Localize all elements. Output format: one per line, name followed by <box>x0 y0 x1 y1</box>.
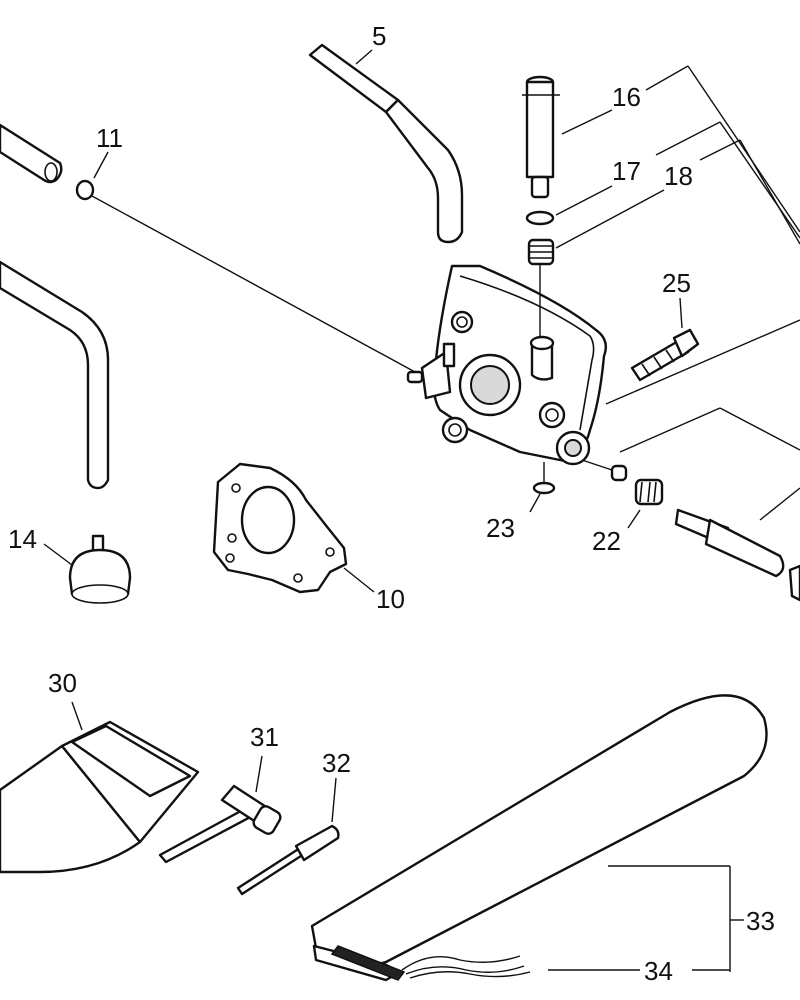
part-23-clip <box>529 462 556 513</box>
callout-11: 11 <box>96 123 123 153</box>
leader-lines-33-34 <box>548 865 744 972</box>
part-25-bolt <box>630 297 700 382</box>
callout-31: 31 <box>250 722 279 752</box>
leader-lines-16-18 <box>555 65 800 249</box>
callout-33: 33 <box>746 906 775 936</box>
left-tube-bent <box>0 260 110 490</box>
part-5-fuel-line <box>308 43 464 244</box>
callout-25: 25 <box>662 268 691 298</box>
callout-17: 17 <box>612 156 641 186</box>
oil-pump-housing <box>406 264 800 466</box>
part-10-gasket <box>212 462 375 594</box>
left-tube-upper <box>0 123 63 184</box>
part-16-plunger <box>522 75 560 199</box>
callout-23: 23 <box>486 513 515 543</box>
callout-5: 5 <box>372 21 386 51</box>
callout-30: 30 <box>48 668 77 698</box>
callout-18: 18 <box>664 161 693 191</box>
part-32-screwdriver <box>236 777 340 896</box>
part-22-spring-and-shaft <box>581 407 800 602</box>
callout-34: 34 <box>644 956 673 986</box>
part-17-washer <box>525 210 555 226</box>
part-18-spring <box>527 238 555 266</box>
part-14-primer-bulb <box>43 534 132 604</box>
callout-leaders <box>355 49 373 65</box>
callout-14: 14 <box>8 524 37 554</box>
part-33-bar-cover <box>310 694 768 982</box>
part-11-o-ring <box>75 151 416 373</box>
callout-22: 22 <box>592 526 621 556</box>
callout-10: 10 <box>376 584 405 614</box>
part-30-tool-pouch <box>0 701 200 874</box>
callout-32: 32 <box>322 748 351 778</box>
callout-16: 16 <box>612 82 641 112</box>
part-31-plug-wrench <box>158 755 282 864</box>
